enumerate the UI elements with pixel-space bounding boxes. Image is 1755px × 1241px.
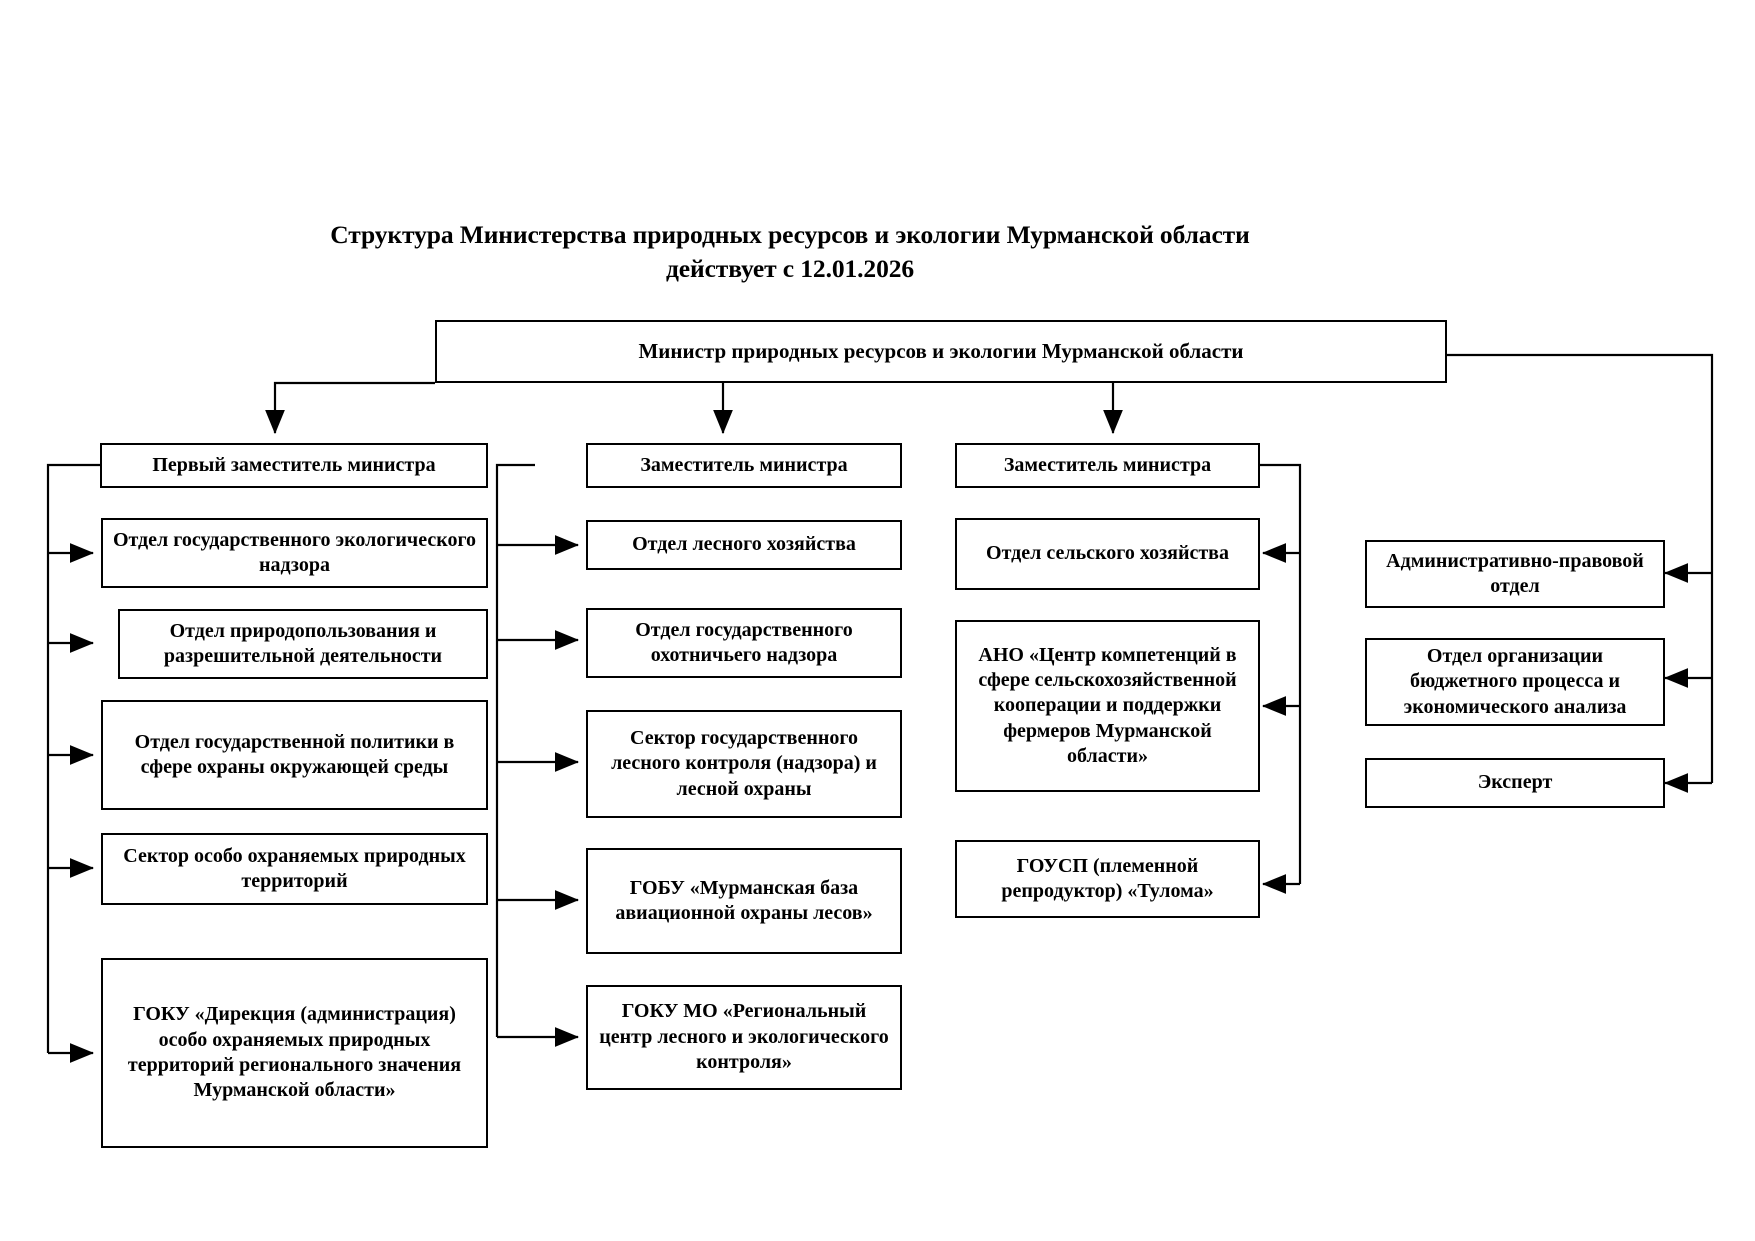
edge-minister-to-first-deputy bbox=[265, 381, 435, 435]
node-state-hunting-supervision-dept[interactable]: Отдел государственного охотничьего надзо… bbox=[586, 608, 902, 678]
node-goku-protected-areas-directorate[interactable]: ГОКУ «Дирекция (администрация) особо охр… bbox=[101, 958, 488, 1148]
node-c1-3-label: Отдел государственной политики в сфере о… bbox=[134, 730, 455, 778]
node-c3-3-label: ГОУСП (племенной репродуктор) «Тулома» bbox=[1001, 854, 1214, 902]
node-minister[interactable]: Министр природных ресурсов и экологии Му… bbox=[435, 320, 1447, 383]
node-state-ecological-supervision-dept[interactable]: Отдел государственного экологического на… bbox=[101, 518, 488, 588]
node-c1-2-label: Отдел природопользования и разрешительно… bbox=[163, 619, 443, 667]
node-forest-control-sector[interactable]: Сектор государственного лесного контроля… bbox=[586, 710, 902, 818]
node-forestry-dept[interactable]: Отдел лесного хозяйства bbox=[586, 520, 902, 570]
node-nature-use-permitting-dept[interactable]: Отдел природопользования и разрешительно… bbox=[118, 609, 488, 679]
node-protected-areas-sector[interactable]: Сектор особо охраняемых природных террит… bbox=[101, 833, 488, 905]
edge-col1-rail bbox=[46, 463, 100, 1053]
chart-title-block: Структура Министерства природных ресурсо… bbox=[280, 218, 1300, 285]
node-c1-1-label: Отдел государственного экологического на… bbox=[112, 528, 477, 576]
node-environmental-policy-dept[interactable]: Отдел государственной политики в сфере о… bbox=[101, 700, 488, 810]
node-gobu-aerial-forest-protection[interactable]: ГОБУ «Мурманская база авиационной охраны… bbox=[586, 848, 902, 954]
node-goku-regional-forest-eco-control[interactable]: ГОКУ МО «Региональный центр лесного и эк… bbox=[586, 985, 902, 1090]
node-c3-2-label: АНО «Центр компетенций в сфере сельскохо… bbox=[978, 643, 1237, 768]
chart-title-line-1: Структура Министерства природных ресурсо… bbox=[330, 220, 1250, 249]
node-agriculture-dept[interactable]: Отдел сельского хозяйства bbox=[955, 518, 1260, 590]
node-administrative-legal-dept[interactable]: Административно-правовой отдел bbox=[1365, 540, 1665, 608]
node-c2-4-label: ГОБУ «Мурманская база авиационной охраны… bbox=[615, 876, 873, 924]
node-deputy-3-label: Заместитель министра bbox=[1003, 453, 1212, 476]
node-minister-label: Министр природных ресурсов и экологии Му… bbox=[638, 339, 1244, 364]
node-deputy-2-label: Заместитель министра bbox=[640, 453, 848, 476]
node-c1-5-label: ГОКУ «Дирекция (администрация) особо охр… bbox=[127, 1003, 462, 1102]
edge-col2-rail bbox=[495, 463, 535, 1037]
node-c3-1-label: Отдел сельского хозяйства bbox=[986, 542, 1229, 565]
node-deputy-2[interactable]: Заместитель министра bbox=[586, 443, 902, 488]
node-deputy-3[interactable]: Заместитель министра bbox=[955, 443, 1260, 488]
node-first-deputy-label: Первый заместитель министра bbox=[152, 453, 436, 476]
node-ano-agro-competence-center[interactable]: АНО «Центр компетенций в сфере сельскохо… bbox=[955, 620, 1260, 792]
node-first-deputy[interactable]: Первый заместитель министра bbox=[100, 443, 488, 488]
node-gousp-tuloma[interactable]: ГОУСП (племенной репродуктор) «Тулома» bbox=[955, 840, 1260, 918]
node-budget-economic-analysis-dept[interactable]: Отдел организации бюджетного процесса и … bbox=[1365, 638, 1665, 726]
node-c2-3-label: Сектор государственного лесного контроля… bbox=[611, 726, 877, 800]
node-c1-4-label: Сектор особо охраняемых природных террит… bbox=[123, 844, 466, 892]
node-c4-3-label: Эксперт bbox=[1477, 771, 1553, 794]
node-c4-2-label: Отдел организации бюджетного процесса и … bbox=[1403, 644, 1627, 718]
node-c2-2-label: Отдел государственного охотничьего надзо… bbox=[635, 618, 853, 666]
node-c4-1-label: Административно-правовой отдел bbox=[1386, 549, 1644, 597]
node-c2-1-label: Отдел лесного хозяйства bbox=[632, 533, 856, 556]
node-c2-5-label: ГОКУ МО «Региональный центр лесного и эк… bbox=[599, 1000, 889, 1074]
node-expert[interactable]: Эксперт bbox=[1365, 758, 1665, 808]
chart-title-line-2: действует с 12.01.2026 bbox=[665, 253, 915, 283]
